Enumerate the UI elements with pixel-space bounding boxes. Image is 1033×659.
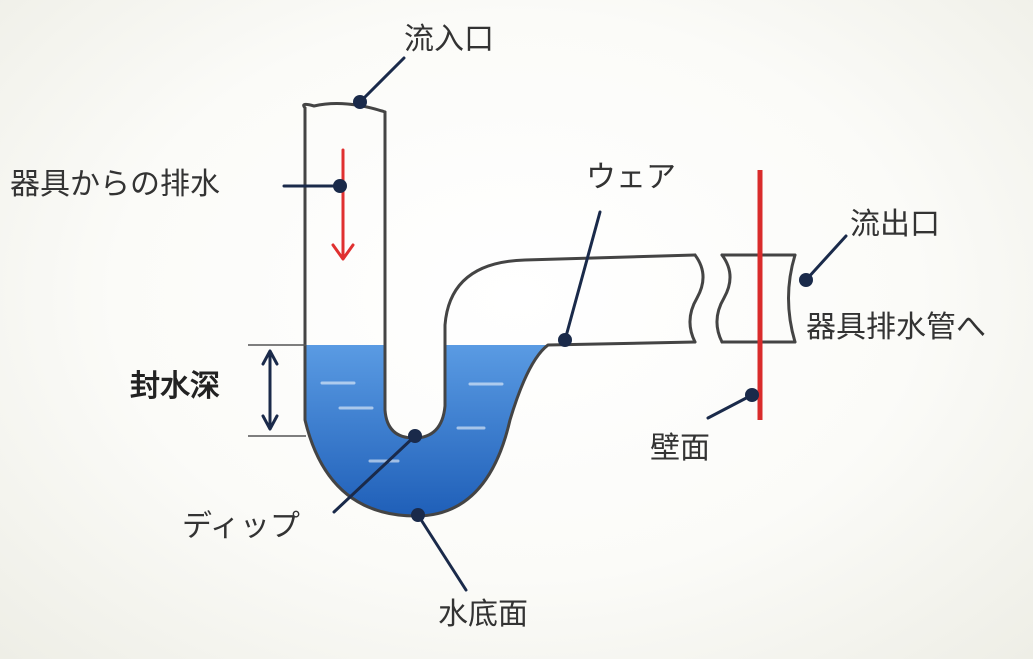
outlet-opening	[787, 253, 797, 344]
weir-dot	[558, 333, 572, 347]
wall-surface-label: 壁面	[650, 431, 710, 466]
dip-label: ディップ	[182, 509, 300, 544]
inlet-opening	[302, 102, 387, 114]
water-bottom-dot	[411, 508, 425, 522]
to-fixture-drain-pipe-label: 器具排水管へ	[806, 310, 986, 345]
leader-lines	[282, 56, 848, 592]
seal-depth-label: 封水深	[130, 369, 220, 404]
inlet-dot	[353, 95, 367, 109]
pipe-break-right	[715, 253, 732, 344]
inlet-label: 流入口	[404, 22, 494, 57]
drain-from-fixture-label: 器具からの排水	[10, 167, 220, 202]
pipe-break-left	[688, 253, 705, 344]
outlet-dot	[799, 273, 813, 287]
inlet-pipe-wall	[303, 106, 697, 518]
outlet-label: 流出口	[850, 207, 940, 242]
water-bottom-label: 水底面	[438, 597, 528, 632]
seal-depth-reference	[248, 344, 306, 437]
leader-dots	[333, 95, 813, 522]
weir-label: ウェア	[586, 160, 676, 195]
wall-dot	[745, 388, 759, 402]
inner-pipe-wall	[383, 110, 697, 440]
double-headed-arrow-icon	[261, 349, 279, 431]
water-highlights	[320, 381, 504, 463]
down-arrow-icon	[331, 148, 355, 261]
trap-water	[305, 345, 548, 516]
drain-dot	[333, 179, 347, 193]
dip-dot	[408, 429, 422, 443]
